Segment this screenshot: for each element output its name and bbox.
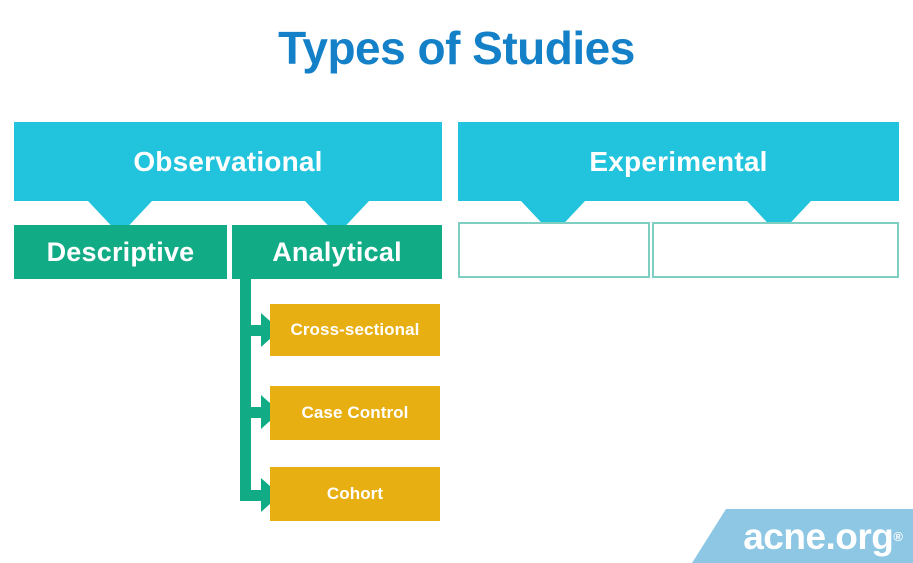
connector-horizontal-cross-sectional — [240, 325, 264, 336]
node-case-control[interactable]: Case Control — [270, 386, 440, 440]
connector-horizontal-case-control — [240, 407, 264, 418]
node-cohort[interactable]: Cohort — [270, 467, 440, 521]
node-experimental-child-left[interactable] — [458, 222, 650, 278]
node-descriptive[interactable]: Descriptive — [14, 225, 227, 279]
node-cross-sectional[interactable]: Cross-sectional — [270, 304, 440, 356]
node-experimental-child-right[interactable] — [652, 222, 899, 278]
acne-org-logo[interactable]: acne.org® — [692, 509, 913, 563]
connector-horizontal-cohort — [240, 490, 264, 501]
logo-text: acne.org — [743, 515, 894, 557]
node-analytical[interactable]: Analytical — [232, 225, 442, 279]
node-observational[interactable]: Observational — [14, 122, 442, 201]
registered-trademark-icon: ® — [893, 528, 903, 544]
page-title: Types of Studies — [278, 22, 635, 74]
connector-vertical-analytical — [240, 279, 251, 501]
node-experimental[interactable]: Experimental — [458, 122, 899, 201]
